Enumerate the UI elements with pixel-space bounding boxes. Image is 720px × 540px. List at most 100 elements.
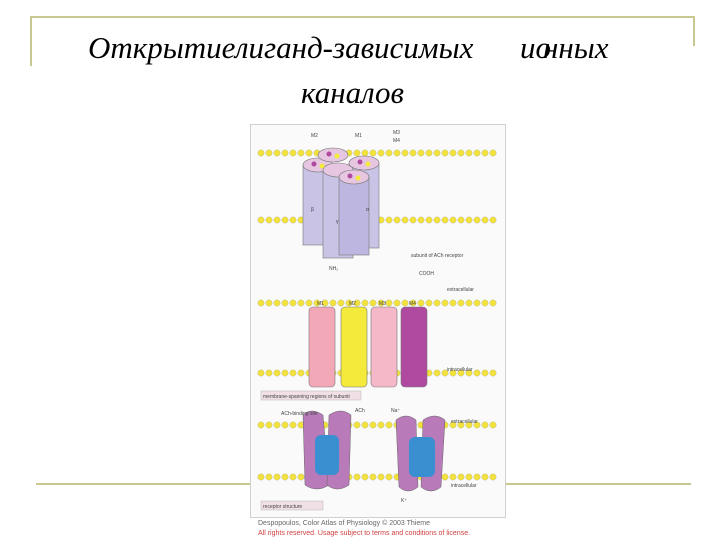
slide-frame-top (30, 16, 694, 18)
label-ach: ACh (355, 408, 365, 414)
lipid-head (266, 150, 272, 156)
lipid-head (450, 217, 456, 223)
lipid-head (394, 300, 400, 306)
lipid-head (458, 300, 464, 306)
lipid-head (306, 150, 312, 156)
lipid-head (394, 150, 400, 156)
lipid-head (490, 150, 496, 156)
slide-frame-left (30, 16, 32, 66)
lipid-head (474, 474, 480, 480)
lipid-head (474, 217, 480, 223)
lipid-head (434, 370, 440, 376)
lipid-head (426, 150, 432, 156)
label-m4: M4 (409, 301, 416, 307)
lipid-head (426, 217, 432, 223)
label-m1-top: M1 (355, 133, 362, 139)
lipid-head (490, 474, 496, 480)
label-m2: M2 (349, 301, 356, 307)
lipid-head (354, 474, 360, 480)
lipid-head (442, 300, 448, 306)
label-receptor-structure: receptor structure (263, 504, 302, 510)
lipid-head (490, 217, 496, 223)
receptor-diagram: M2 M1 M3 M4 β γ α NH₂ COOH subunit of AC… (251, 125, 505, 517)
lipid-head (362, 422, 368, 428)
lipid-head (282, 474, 288, 480)
label-na: Na⁺ (391, 408, 400, 414)
label-cooh: COOH (419, 271, 434, 277)
label-intracellular-mid: intracellular (447, 367, 473, 373)
lipid-head (434, 150, 440, 156)
lipid-head (386, 150, 392, 156)
lipid-head (458, 474, 464, 480)
receptor-cylinders: M2 M1 M3 M4 β γ α (303, 130, 400, 258)
lipid-head (386, 422, 392, 428)
lipid-head (386, 474, 392, 480)
bottom-membrane (258, 422, 496, 480)
lipid-head (298, 474, 304, 480)
label-subunit: subunit of ACh receptor (411, 253, 464, 259)
label-nh2: NH₂ (329, 266, 338, 272)
label-extracellular-mid: extracellular (447, 287, 474, 293)
lipid-head (482, 300, 488, 306)
lipid-head (362, 150, 368, 156)
lipid-head (418, 150, 424, 156)
lipid-head (490, 370, 496, 376)
label-m4-top: M4 (393, 138, 400, 144)
lipid-head (354, 150, 360, 156)
lipid-head (298, 370, 304, 376)
title-part-2: лиганд-зависимых (235, 30, 473, 66)
lipid-head (290, 150, 296, 156)
lipid-head (290, 300, 296, 306)
lipid-head (282, 150, 288, 156)
lipid-head (442, 474, 448, 480)
lipid-head (386, 217, 392, 223)
lipid-head (282, 422, 288, 428)
lipid-head (482, 217, 488, 223)
lipid-head (274, 474, 280, 480)
label-m1: M1 (317, 301, 324, 307)
lipid-head (274, 422, 280, 428)
lipid-head (474, 150, 480, 156)
lipid-head (386, 300, 392, 306)
lipid-head (266, 300, 272, 306)
label-beta: β (311, 207, 314, 213)
lipid-head (362, 300, 368, 306)
lipid-head (450, 150, 456, 156)
lipid-head (442, 217, 448, 223)
lipid-head (274, 300, 280, 306)
lipid-head (418, 300, 424, 306)
lipid-head (330, 300, 336, 306)
lipid-head (490, 300, 496, 306)
lipid-head (282, 370, 288, 376)
lipid-head (458, 217, 464, 223)
lipid-head (258, 150, 264, 156)
lipid-head (402, 300, 408, 306)
lipid-head (474, 370, 480, 376)
lipid-head (458, 150, 464, 156)
lipid-head (258, 217, 264, 223)
lipid-head (450, 474, 456, 480)
lipid-head (282, 217, 288, 223)
ach-receptor-figure: M2 M1 M3 M4 β γ α NH₂ COOH subunit of AC… (250, 124, 506, 518)
lipid-head (274, 370, 280, 376)
lipid-head (290, 370, 296, 376)
lipid-head (442, 150, 448, 156)
lipid-head (474, 300, 480, 306)
label-alpha: α (366, 207, 369, 213)
lipid-head (482, 422, 488, 428)
lipid-head (482, 150, 488, 156)
lipid-head (258, 474, 264, 480)
lipid-head (258, 422, 264, 428)
lipid-head (482, 474, 488, 480)
lipid-head (466, 300, 472, 306)
lipid-head (418, 217, 424, 223)
lipid-head (370, 474, 376, 480)
lipid-head (258, 370, 264, 376)
label-extracellular-bottom: extracellular (451, 419, 478, 425)
lipid-head (362, 474, 368, 480)
lipid-head (402, 217, 408, 223)
lipid-head (298, 150, 304, 156)
lipid-head (410, 150, 416, 156)
lipid-head (434, 217, 440, 223)
lipid-head (402, 150, 408, 156)
